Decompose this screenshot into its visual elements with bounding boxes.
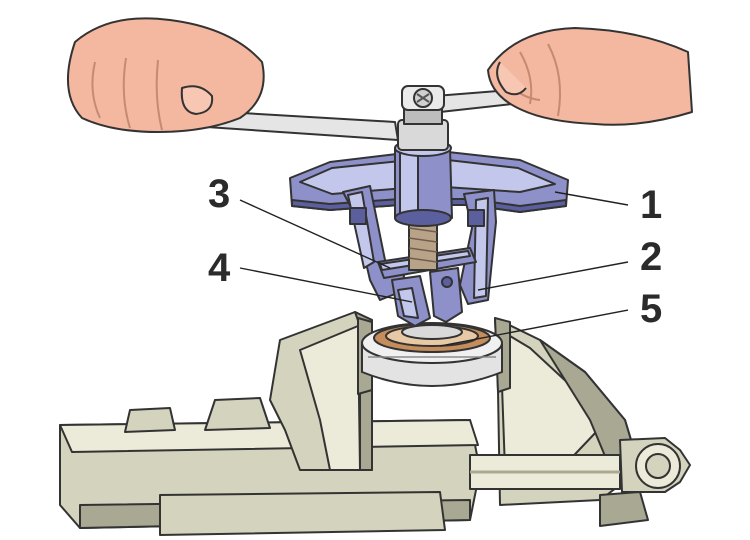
puller xyxy=(289,139,569,327)
leader-line-5 xyxy=(439,309,629,347)
callout-4: 4 xyxy=(208,246,231,290)
wrench xyxy=(189,85,513,151)
leader-lines xyxy=(239,191,629,347)
callout-2: 2 xyxy=(640,235,662,279)
callout-1: 1 xyxy=(640,183,662,227)
callout-3: 3 xyxy=(208,172,230,216)
leader-line-4 xyxy=(239,267,413,303)
left-hand xyxy=(66,17,265,133)
bench-vise xyxy=(59,311,691,536)
right-hand xyxy=(487,27,693,126)
leader-line-3 xyxy=(239,199,391,269)
callout-5: 5 xyxy=(640,287,662,331)
leader-line-2 xyxy=(477,261,629,291)
bearing xyxy=(361,322,503,387)
leader-line-1 xyxy=(554,191,629,206)
